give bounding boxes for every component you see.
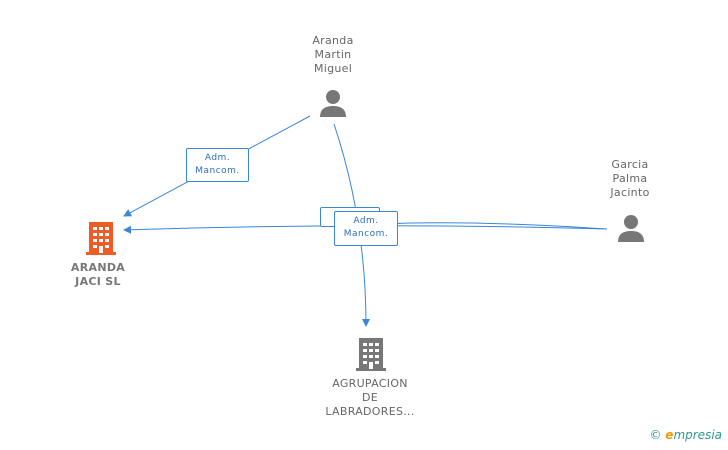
person-icon bbox=[320, 90, 346, 117]
edge-label-adm-mancom: Adm. Mancom. bbox=[186, 148, 249, 182]
company-name-agrupacion[interactable]: AGRUPACION DE LABRADORES... bbox=[325, 377, 415, 418]
person-name-aranda-martin-miguel[interactable]: Aranda Martin Miguel bbox=[312, 34, 354, 75]
person-name-garcia-palma-jacinto[interactable]: Garcia Palma Jacinto bbox=[610, 158, 650, 199]
building-icon bbox=[86, 222, 116, 255]
empresia-logo: © empresia bbox=[649, 428, 722, 442]
copyright-icon: © bbox=[649, 428, 662, 442]
person-icon bbox=[618, 215, 644, 242]
building-icon bbox=[356, 338, 386, 371]
edge-garcia-palma-to-agrupacion bbox=[381, 222, 608, 230]
company-name-aranda-jaci[interactable]: ARANDA JACI SL bbox=[70, 261, 126, 288]
edge-label-adm-mancom: Adm. Mancom. bbox=[334, 211, 398, 246]
